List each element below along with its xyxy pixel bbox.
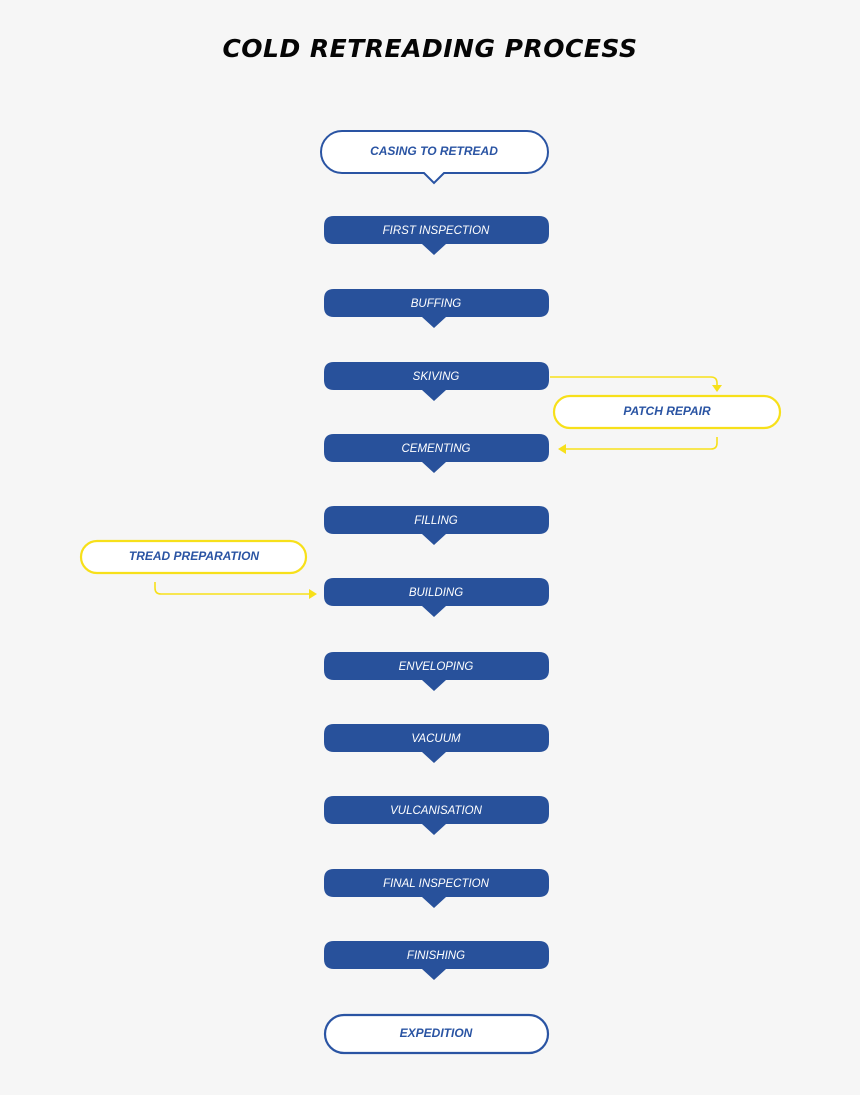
arrow-skiving-to-patch-repair [550, 376, 718, 386]
step-shape [324, 652, 549, 691]
step-finishing: FINISHING [324, 941, 549, 980]
step-label: FINAL INSPECTION [383, 878, 490, 890]
step-shape [324, 578, 549, 617]
step-shape [324, 941, 549, 980]
process-steps: FIRST INSPECTION BUFFING SKIVING CEMENTING F… [324, 216, 549, 980]
step-label: ENVELOPING [399, 661, 474, 673]
step-label: BUFFING [411, 298, 462, 310]
end-node: EXPEDITION [323, 1013, 550, 1055]
end-node-shape [323, 1013, 550, 1055]
patch-repair-branch: PATCH REPAIR [550, 376, 782, 454]
step-label: VACUUM [411, 733, 461, 745]
step-filling: FILLING [324, 506, 549, 545]
step-shape [324, 434, 549, 473]
step-label: SKIVING [413, 371, 460, 383]
tread-preparation-label: TREAD PREPARATION [129, 549, 260, 563]
end-node-label: EXPEDITION [400, 1026, 473, 1040]
arrow-patch-repair-to-cementing [566, 437, 718, 450]
step-skiving: SKIVING [324, 362, 549, 401]
step-label: FINISHING [407, 950, 465, 962]
step-label: CEMENTING [402, 443, 471, 455]
step-shape [324, 869, 549, 908]
step-first-inspection: FIRST INSPECTION [324, 216, 549, 255]
step-shape [324, 362, 549, 401]
arrow-tread-preparation-to-building [154, 582, 309, 595]
start-node: CASING TO RETREAD [320, 130, 549, 185]
step-shape [324, 796, 549, 835]
step-cementing: CEMENTING [324, 434, 549, 473]
step-label: BUILDING [409, 587, 463, 599]
step-vulcanisation: VULCANISATION [324, 796, 549, 835]
arrowhead-down [712, 385, 722, 392]
step-label: VULCANISATION [390, 805, 482, 817]
patch-repair-node [552, 394, 782, 430]
step-shape [324, 506, 549, 545]
step-buffing: BUFFING [324, 289, 549, 328]
arrowhead-left [558, 444, 566, 454]
step-vacuum: VACUUM [324, 724, 549, 763]
tread-preparation-node [79, 539, 308, 575]
step-enveloping: ENVELOPING [324, 652, 549, 691]
step-shape [324, 724, 549, 763]
step-label: FIRST INSPECTION [383, 225, 490, 237]
start-node-shape [320, 130, 549, 185]
arrowhead-right [309, 589, 317, 599]
tread-preparation-branch: TREAD PREPARATION [79, 539, 317, 599]
patch-repair-label: PATCH REPAIR [623, 404, 711, 418]
step-final-inspection: FINAL INSPECTION [324, 869, 549, 908]
step-building: BUILDING [324, 578, 549, 617]
step-label: FILLING [414, 515, 458, 527]
diagram-title: COLD RETREADING PROCESS [222, 34, 638, 63]
start-node-label: CASING TO RETREAD [370, 144, 498, 158]
step-shape [324, 289, 549, 328]
step-shape [324, 216, 549, 255]
